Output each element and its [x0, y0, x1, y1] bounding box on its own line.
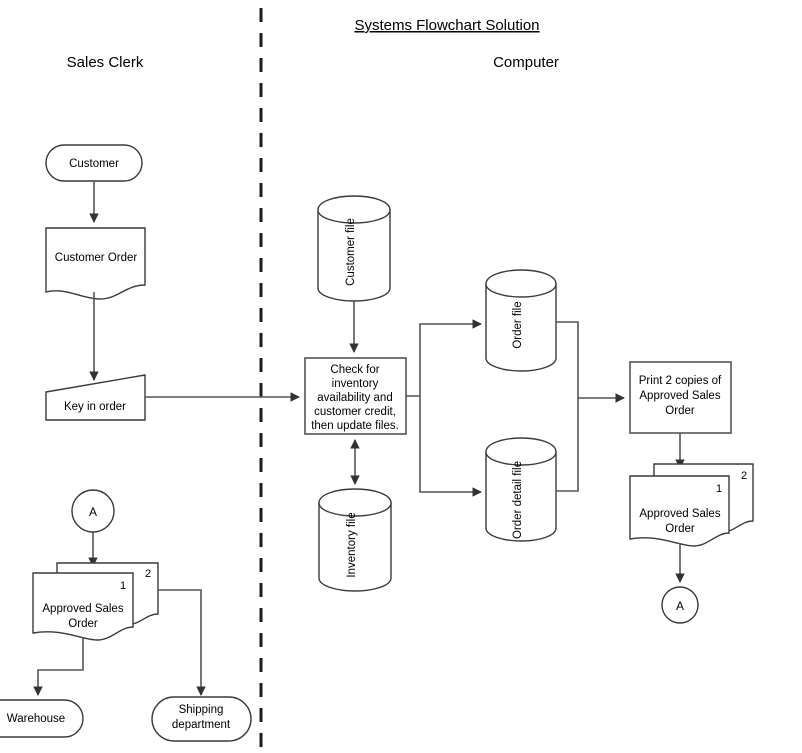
document-shape-front — [629, 475, 730, 547]
lane-label-computer: Computer — [493, 54, 559, 71]
node-label-line1: Approved Sales — [639, 508, 720, 520]
process-line-3: Order — [665, 405, 695, 417]
node-label-line1: Approved Sales — [42, 603, 123, 615]
node-warehouse[interactable]: Warehouse — [0, 699, 84, 738]
node-label-line1: Shipping — [179, 704, 224, 716]
node-label: Key in order — [64, 401, 126, 413]
node-order-detail-file[interactable]: Order detail file — [485, 437, 557, 542]
node-customer-file[interactable]: Customer file — [317, 195, 391, 302]
node-label-line2: department — [172, 719, 231, 731]
node-label: Order detail file — [512, 461, 524, 539]
node-connector-in[interactable]: A — [71, 489, 115, 533]
connector-circle-shape — [661, 586, 699, 624]
lane-label-sales-clerk: Sales Clerk — [67, 54, 144, 71]
node-key-in-order[interactable]: Key in order — [45, 374, 146, 421]
manual-input-shape — [45, 374, 146, 421]
process-line-1: Print 2 copies of — [639, 375, 722, 387]
node-approved-sales-order-left[interactable]: 1 Approved Sales Order — [32, 572, 134, 641]
node-connector-out[interactable]: A — [661, 586, 699, 624]
node-label-line2: Order — [665, 523, 695, 535]
cylinder-body — [485, 283, 557, 372]
node-approved-sales-order-right[interactable]: 1 Approved Sales Order — [629, 475, 730, 547]
document-shape-front — [32, 572, 134, 641]
node-customer-order[interactable]: Customer Order — [45, 227, 146, 300]
process-line-2: inventory — [332, 378, 379, 390]
page-title: Systems Flowchart Solution — [354, 17, 539, 34]
copy-number-front: 1 — [716, 483, 722, 495]
connector-order-to-shipping — [158, 589, 206, 696]
process-shape — [304, 357, 407, 435]
node-label: Warehouse — [7, 713, 65, 725]
node-label-line2: Order — [68, 618, 98, 630]
node-label: Customer file — [345, 218, 357, 286]
node-shipping-department[interactable]: Shipping department — [151, 696, 252, 742]
cylinder-body — [485, 451, 557, 542]
node-label: Order file — [512, 301, 524, 348]
process-line-1: Check for — [330, 364, 379, 376]
connector-order-file-to-print — [556, 321, 625, 403]
cylinder-top — [318, 488, 392, 517]
connector-order-to-warehouse — [33, 637, 84, 696]
node-label: Customer — [69, 158, 119, 170]
terminator-shape — [0, 699, 84, 738]
copy-number-back: 2 — [145, 568, 151, 580]
document-shape — [45, 227, 146, 300]
connector-process-to-order-file — [406, 319, 482, 397]
process-line-3: availability and — [317, 392, 392, 404]
node-customer[interactable]: Customer — [45, 144, 143, 182]
node-order-file[interactable]: Order file — [485, 269, 557, 372]
node-print-copies[interactable]: Print 2 copies of Approved Sales Order — [629, 361, 732, 434]
copy-number-front: 1 — [120, 580, 126, 592]
connector-label: A — [89, 505, 97, 519]
cylinder-top — [485, 269, 557, 298]
connector-process-to-order-detail-file — [419, 396, 482, 497]
node-process-check[interactable]: Check for inventory availability and cus… — [304, 357, 407, 435]
process-line-2: Approved Sales — [639, 390, 720, 402]
process-line-5: then update files. — [311, 420, 399, 432]
node-label: Customer Order — [55, 252, 138, 264]
cylinder-body — [318, 502, 392, 592]
process-line-4: customer credit, — [314, 406, 396, 418]
connector-order-detail-to-print — [556, 398, 579, 492]
terminator-shape — [151, 696, 252, 742]
node-label: Inventory file — [346, 512, 358, 577]
connector-label: A — [676, 599, 684, 613]
cylinder-top — [485, 437, 557, 466]
process-shape — [629, 361, 732, 434]
cylinder-top — [317, 195, 391, 224]
copy-number-back: 2 — [741, 470, 747, 482]
node-inventory-file[interactable]: Inventory file — [318, 488, 392, 592]
